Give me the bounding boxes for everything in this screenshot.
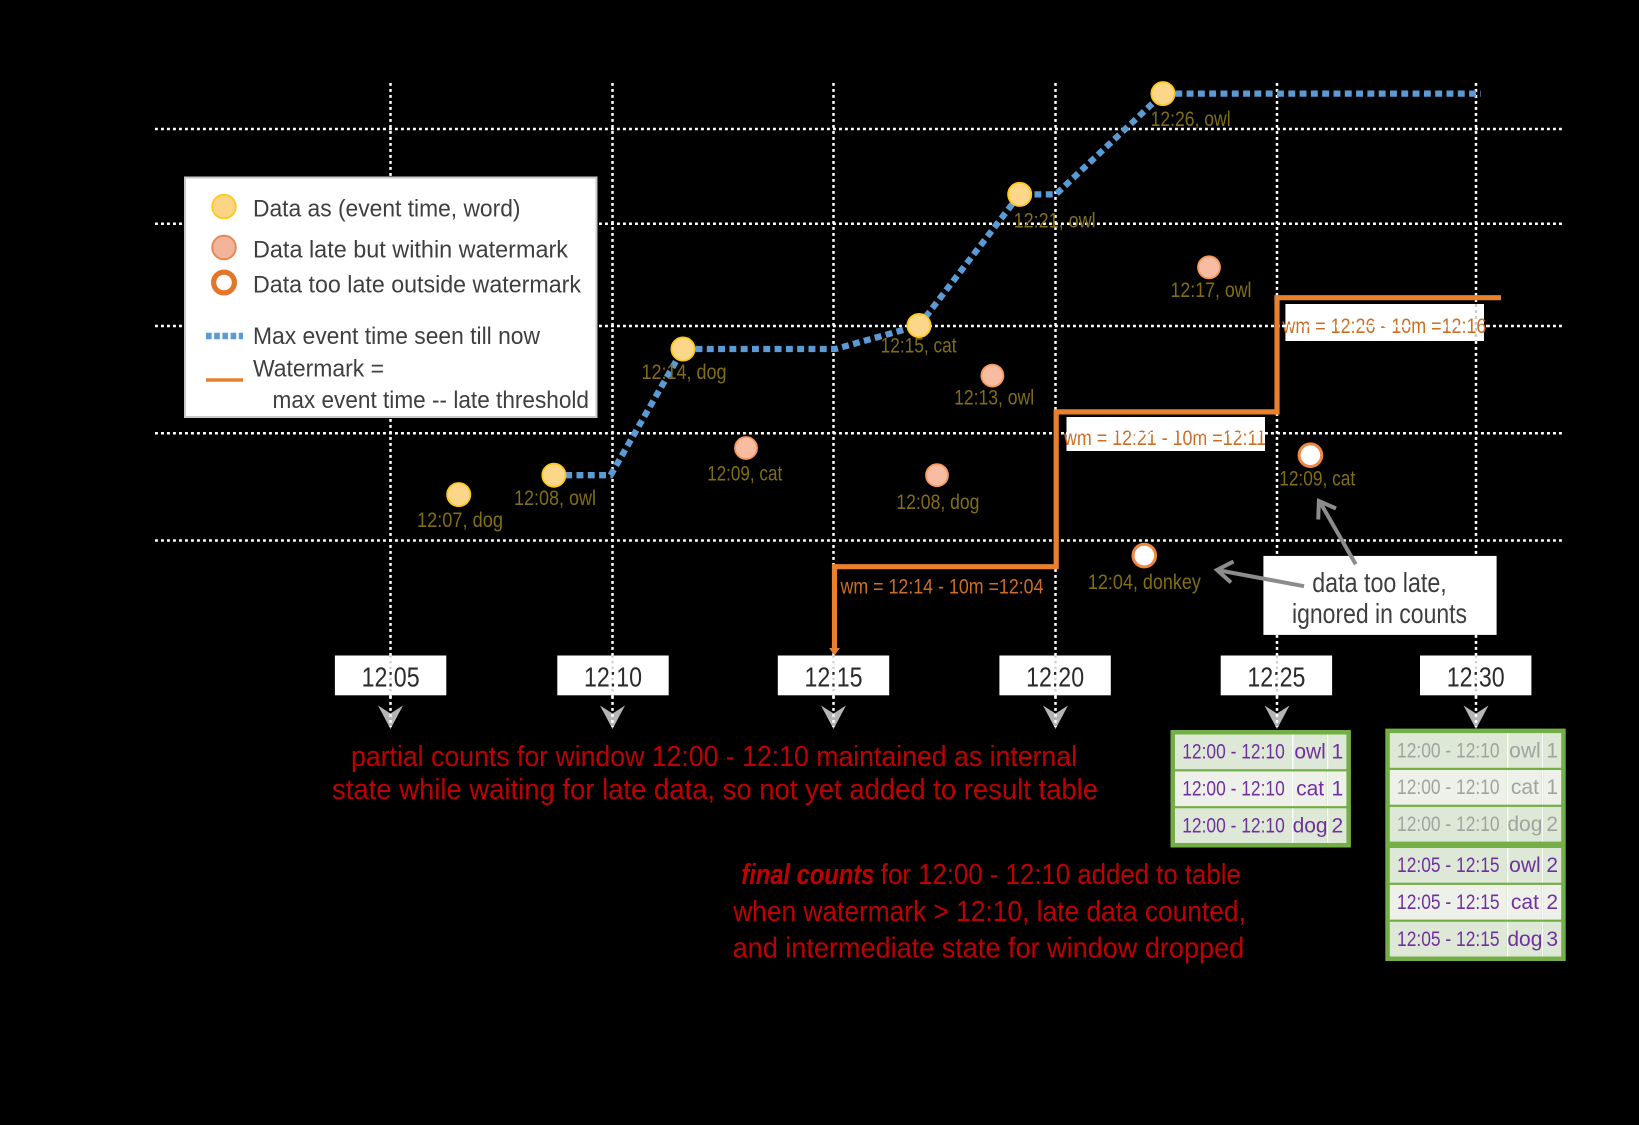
svg-text:for 12:00 - 12:10 added to tab: for 12:00 - 12:10 added to table [881, 859, 1241, 891]
svg-text:12:05 - 12:15: 12:05 - 12:15 [1397, 891, 1500, 914]
svg-text:12:15, cat: 12:15, cat [881, 335, 957, 358]
svg-text:1: 1 [1332, 778, 1344, 801]
svg-text:data too late,: data too late, [1312, 567, 1447, 598]
svg-text:2: 2 [1546, 891, 1558, 914]
svg-text:cat: cat [1511, 776, 1539, 799]
svg-text:12:14, dog: 12:14, dog [642, 361, 727, 384]
svg-text:cat: cat [1511, 891, 1539, 914]
svg-text:wm = 12:26 - 10m =12:16: wm = 12:26 - 10m =12:16 [1282, 315, 1487, 338]
svg-text:12:10: 12:10 [584, 662, 642, 693]
svg-text:12:13, owl: 12:13, owl [954, 387, 1034, 410]
svg-text:Data too late outside watermar: Data too late outside watermark [253, 272, 582, 299]
svg-text:wm = 12:14 - 10m =12:04: wm = 12:14 - 10m =12:04 [840, 576, 1044, 599]
svg-text:12:00 - 12:10: 12:00 - 12:10 [1397, 739, 1500, 762]
svg-text:1: 1 [1546, 776, 1558, 799]
svg-text:12:04, donkey: 12:04, donkey [1088, 571, 1201, 594]
svg-text:Data as (event time, word): Data as (event time, word) [253, 196, 521, 223]
svg-text:partial counts for window 12:0: partial counts for window 12:00 - 12:10 … [351, 741, 1077, 773]
svg-text:12:00 - 12:10: 12:00 - 12:10 [1182, 815, 1285, 838]
svg-text:owl: owl [1509, 854, 1541, 877]
svg-text:12:26, owl: 12:26, owl [1151, 108, 1231, 131]
svg-text:12:07, dog: 12:07, dog [417, 509, 503, 532]
svg-text:Data late but within watermark: Data late but within watermark [253, 236, 569, 263]
svg-text:12:30: 12:30 [1447, 662, 1505, 693]
svg-text:when watermark > 12:10, late d: when watermark > 12:10, late data counte… [732, 896, 1246, 928]
svg-text:12:00 - 12:10: 12:00 - 12:10 [1182, 741, 1285, 764]
svg-text:and intermediate state for win: and intermediate state for window droppe… [733, 933, 1245, 965]
svg-text:12:08, owl: 12:08, owl [514, 487, 596, 510]
svg-text:1: 1 [1332, 741, 1344, 764]
svg-text:3: 3 [1546, 928, 1558, 951]
svg-text:12:05 - 12:15: 12:05 - 12:15 [1397, 928, 1500, 951]
svg-text:12:00 - 12:10: 12:00 - 12:10 [1182, 778, 1285, 801]
svg-text:final counts: final counts [741, 859, 874, 891]
svg-text:12:08, dog: 12:08, dog [896, 491, 979, 514]
svg-text:dog: dog [1507, 928, 1542, 951]
svg-text:dog: dog [1507, 813, 1542, 836]
svg-text:2: 2 [1332, 815, 1344, 838]
svg-text:2: 2 [1546, 854, 1558, 877]
svg-text:owl: owl [1509, 739, 1541, 762]
svg-text:12:05 - 12:15: 12:05 - 12:15 [1397, 854, 1500, 877]
svg-text:Max event time seen till now: Max event time seen till now [253, 323, 541, 350]
svg-text:owl: owl [1294, 741, 1326, 764]
svg-text:wm = 12:21 - 10m =12:11: wm = 12:21 - 10m =12:11 [1063, 427, 1266, 450]
svg-text:12:00 - 12:10: 12:00 - 12:10 [1397, 813, 1500, 836]
svg-text:cat: cat [1296, 778, 1324, 801]
svg-text:12:17, owl: 12:17, owl [1171, 279, 1252, 302]
svg-text:2: 2 [1546, 813, 1558, 836]
svg-text:12:05: 12:05 [362, 662, 420, 693]
svg-text:dog: dog [1293, 815, 1328, 838]
svg-text:1: 1 [1546, 739, 1558, 762]
svg-text:max event time -- late thresho: max event time -- late threshold [273, 387, 590, 414]
svg-text:12:00 - 12:10: 12:00 - 12:10 [1397, 776, 1500, 799]
svg-text:12:09, cat: 12:09, cat [707, 463, 782, 486]
svg-text:12:09, cat: 12:09, cat [1279, 468, 1355, 491]
svg-text:12:20: 12:20 [1026, 662, 1084, 693]
svg-text:12:25: 12:25 [1247, 662, 1305, 693]
svg-text:Watermark =: Watermark = [253, 355, 384, 382]
svg-text:12:21, owl: 12:21, owl [1014, 210, 1096, 233]
svg-text:12:15: 12:15 [805, 662, 863, 693]
svg-text:ignored in counts: ignored in counts [1292, 598, 1467, 629]
svg-text:state while waiting for late d: state while waiting for late data, so no… [332, 774, 1098, 806]
